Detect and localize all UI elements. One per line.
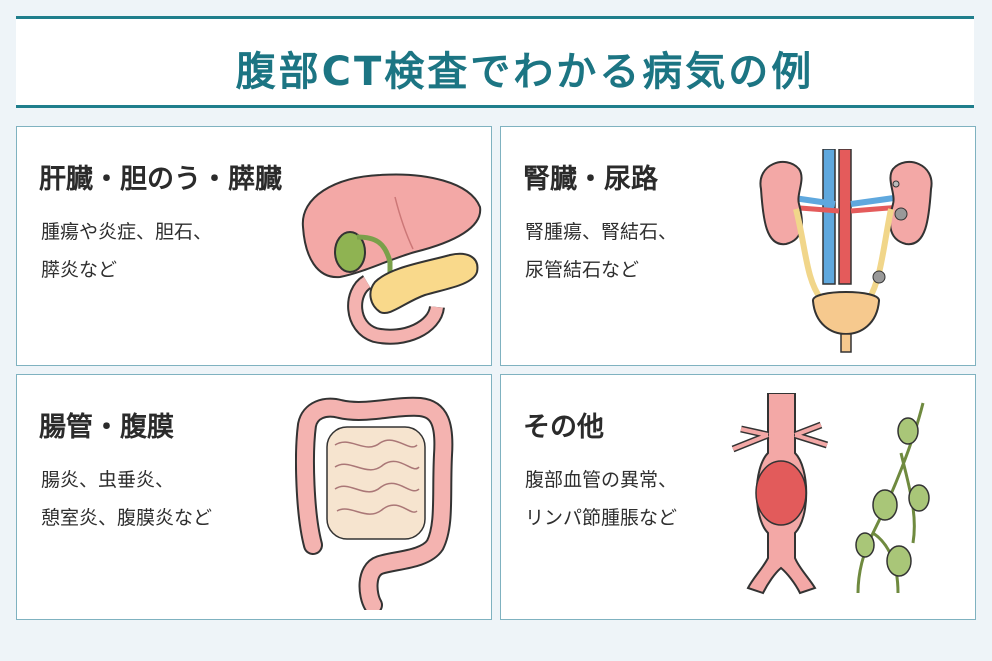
card-description: 腸炎、虫垂炎、 憩室炎、腹膜炎など	[41, 469, 213, 529]
aorta-lymph-node-icon	[731, 393, 930, 595]
title-banner: 腹部CT検査でわかる病気の例	[16, 16, 974, 108]
card-description: 腎腫瘍、腎結石、 尿管結石など	[525, 221, 678, 281]
card-heading: その他	[523, 412, 604, 443]
card-intestine: 腸管・腹膜 腸炎、虫垂炎、 憩室炎、腹膜炎など	[16, 374, 492, 620]
liver-gallbladder-pancreas-icon	[301, 173, 482, 345]
card-description: 腹部血管の異常、 リンパ節腫脹など	[525, 469, 678, 529]
card-others: その他 腹部血管の異常、 リンパ節腫脹など	[500, 374, 976, 620]
intestine-icon	[295, 396, 454, 610]
card-heading: 腸管・腹膜	[39, 412, 174, 443]
card-description: 腫瘍や炎症、胆石、 膵炎など	[41, 221, 213, 281]
card-heading: 肝臓・胆のう・膵臓	[39, 164, 282, 195]
card-kidney-urinary: 腎臓・尿路 腎腫瘍、腎結石、 尿管結石など	[500, 126, 976, 366]
card-liver-pancreas: 肝臓・胆のう・膵臓 腫瘍や炎症、胆石、 膵炎など	[16, 126, 492, 366]
kidney-urinary-tract-icon	[759, 149, 933, 353]
page-title: 腹部CT検査でわかる病気の例	[235, 49, 815, 95]
card-heading: 腎臓・尿路	[523, 164, 658, 195]
